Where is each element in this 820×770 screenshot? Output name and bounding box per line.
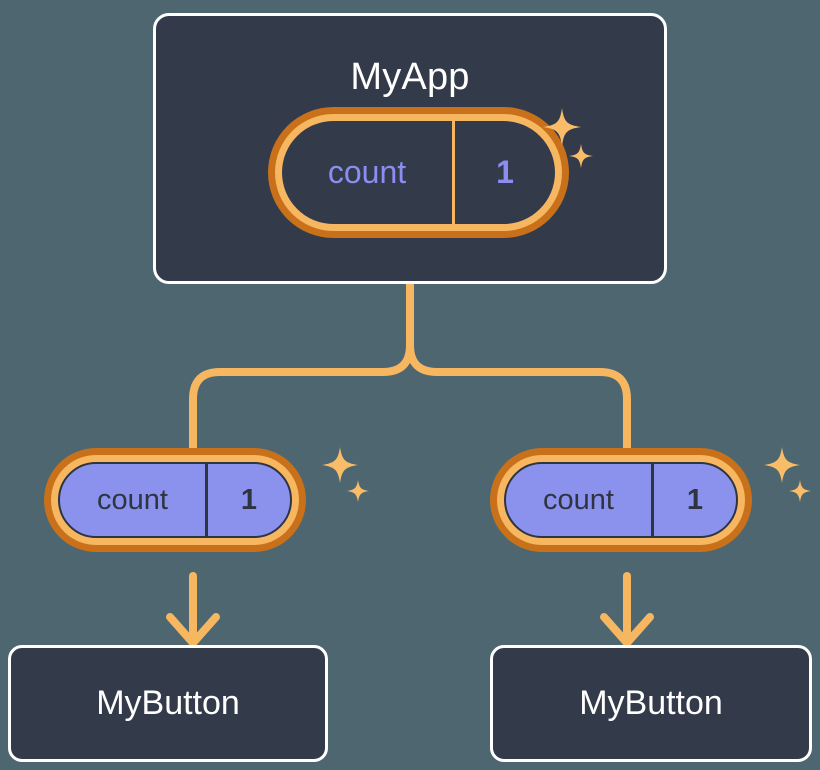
state-value: 1 xyxy=(496,154,514,190)
pill-divider xyxy=(205,464,208,536)
pill-inner-ring: count 1 xyxy=(497,455,745,545)
page-title: MyApp xyxy=(350,56,470,98)
state-key: count xyxy=(97,483,168,516)
pill-body: count 1 xyxy=(504,462,738,538)
pill-body: count 1 xyxy=(58,462,292,538)
pill-inner-ring: count 1 xyxy=(275,114,562,231)
state-pill-myapp[interactable]: count 1 xyxy=(268,107,569,238)
connector-branch-right xyxy=(406,341,631,452)
pill-body: count 1 xyxy=(282,121,555,224)
pill-inner-ring: count 1 xyxy=(51,455,299,545)
state-value: 1 xyxy=(240,483,258,516)
sparkle-icon xyxy=(347,480,369,502)
state-pill-child-right[interactable]: count 1 xyxy=(490,448,752,552)
pill-divider xyxy=(651,464,654,536)
component-label: MyButton xyxy=(96,684,240,722)
component-label: MyButton xyxy=(579,684,723,722)
arrow-head-right xyxy=(600,613,654,647)
sparkle-group-child-right xyxy=(762,444,814,515)
state-pill[interactable]: count 1 xyxy=(44,448,306,552)
component-card-mybutton-right[interactable]: MyButton xyxy=(490,645,812,762)
state-pill-child-left[interactable]: count 1 xyxy=(44,448,306,552)
state-pill[interactable]: count 1 xyxy=(268,107,569,238)
sparkle-icon xyxy=(789,480,811,502)
state-value: 1 xyxy=(686,483,704,516)
state-pill[interactable]: count 1 xyxy=(490,448,752,552)
sparkle-icon xyxy=(322,447,358,483)
state-key: count xyxy=(543,483,614,516)
state-key: count xyxy=(327,154,407,190)
arrow-head-left xyxy=(166,613,220,647)
pill-divider xyxy=(452,121,455,224)
sparkle-group-child-left xyxy=(320,444,372,515)
component-card-mybutton-left[interactable]: MyButton xyxy=(8,645,328,762)
connector-branch-left xyxy=(189,341,414,452)
sparkle-icon xyxy=(764,447,800,483)
